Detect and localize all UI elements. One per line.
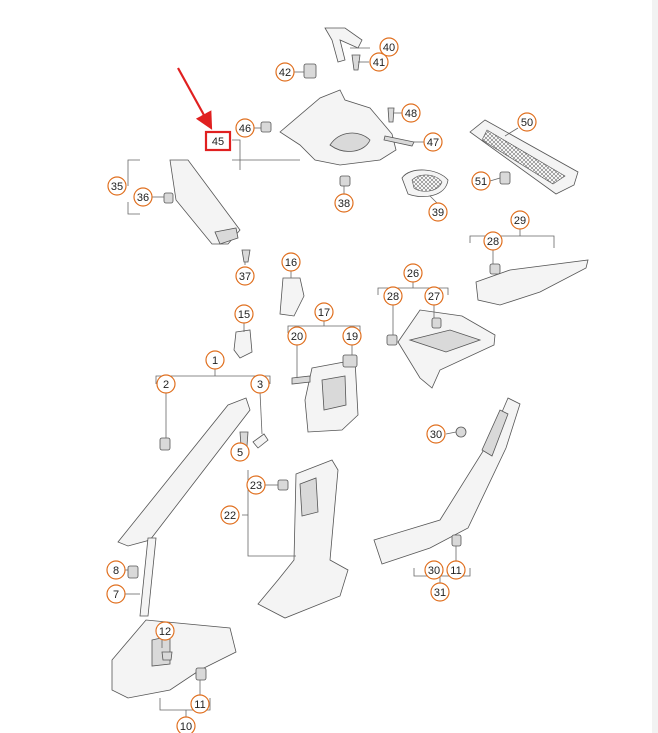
callout-31: 31 xyxy=(430,582,450,602)
callout-label: 42 xyxy=(279,67,291,79)
callout-label: 37 xyxy=(239,271,251,283)
callout-40: 40 xyxy=(379,37,399,57)
callout-label: 16 xyxy=(285,257,297,269)
callout-22: 22 xyxy=(220,505,240,525)
callout-label: 15 xyxy=(238,309,250,321)
callout-5: 5 xyxy=(230,442,250,462)
callout-label: 2 xyxy=(163,379,169,391)
scrollbar[interactable] xyxy=(652,0,658,733)
callout-label: 31 xyxy=(434,587,446,599)
callout-label: 35 xyxy=(111,181,123,193)
callout-label: 1 xyxy=(212,355,218,367)
callout-label: 39 xyxy=(432,207,444,219)
callout-23: 23 xyxy=(246,475,266,495)
callout-19: 19 xyxy=(342,326,362,346)
callout-label: 36 xyxy=(137,192,149,204)
callout-label: 30 xyxy=(430,429,442,441)
callout-45: 45 xyxy=(204,130,232,152)
callout-15: 15 xyxy=(234,304,254,324)
callout-label: 11 xyxy=(194,699,205,711)
callout-label: 11 xyxy=(450,565,461,577)
callout-label: 41 xyxy=(373,57,385,69)
callout-label: 28 xyxy=(387,291,399,303)
callout-label: 51 xyxy=(475,176,487,188)
callout-17: 17 xyxy=(314,302,334,322)
callout-26: 26 xyxy=(403,263,423,283)
part-shapes xyxy=(111,27,589,699)
callout-30: 30 xyxy=(424,560,444,580)
callout-2: 2 xyxy=(156,374,176,394)
callout-label: 5 xyxy=(237,447,243,459)
callout-label: 48 xyxy=(405,108,417,120)
callout-51: 51 xyxy=(471,171,491,191)
callout-48: 48 xyxy=(401,103,421,123)
callout-label: 28 xyxy=(487,236,499,248)
callout-label: 20 xyxy=(291,331,303,343)
callout-42: 42 xyxy=(275,62,295,82)
callout-38: 38 xyxy=(334,193,354,213)
callout-8: 8 xyxy=(106,560,126,580)
callout-label: 27 xyxy=(428,291,440,303)
callout-27: 27 xyxy=(424,286,444,306)
callout-3: 3 xyxy=(250,374,270,394)
callout-label: 50 xyxy=(521,117,533,129)
callout-label: 26 xyxy=(407,268,419,280)
callout-label: 10 xyxy=(180,721,192,733)
callout-label: 45 xyxy=(212,136,224,148)
callout-35: 35 xyxy=(107,176,127,196)
callout-label: 3 xyxy=(257,379,263,391)
callout-50: 50 xyxy=(517,112,537,132)
callout-39: 39 xyxy=(428,202,448,222)
callout-47: 47 xyxy=(423,132,443,152)
callout-label: 8 xyxy=(113,565,119,577)
callout-29: 29 xyxy=(510,210,530,230)
callout-12: 12 xyxy=(155,621,175,641)
callout-37: 37 xyxy=(235,266,255,286)
callout-16: 16 xyxy=(281,252,301,272)
callout-41: 41 xyxy=(369,52,389,72)
callout-label: 46 xyxy=(239,123,251,135)
callout-20: 20 xyxy=(287,326,307,346)
callout-label: 22 xyxy=(224,510,236,522)
callout-label: 12 xyxy=(159,626,171,638)
callout-label: 23 xyxy=(250,480,262,492)
callout-label: 29 xyxy=(514,215,526,227)
callout-30: 30 xyxy=(426,424,446,444)
callout-label: 19 xyxy=(346,331,358,343)
callout-label: 38 xyxy=(338,198,350,210)
highlight-arrow xyxy=(177,67,213,130)
callout-10: 10 xyxy=(176,716,196,733)
callout-7: 7 xyxy=(106,584,126,604)
callout-46: 46 xyxy=(235,118,255,138)
callout-label: 7 xyxy=(113,589,119,601)
callout-28: 28 xyxy=(383,286,403,306)
callout-label: 30 xyxy=(428,565,440,577)
callout-36: 36 xyxy=(133,187,153,207)
callout-label: 40 xyxy=(383,42,395,54)
callout-28: 28 xyxy=(483,231,503,251)
callout-1: 1 xyxy=(205,350,225,370)
callout-11: 11 xyxy=(190,694,210,714)
callout-label: 47 xyxy=(427,137,439,149)
callout-11: 11 xyxy=(446,560,466,580)
callout-label: 17 xyxy=(318,307,330,319)
